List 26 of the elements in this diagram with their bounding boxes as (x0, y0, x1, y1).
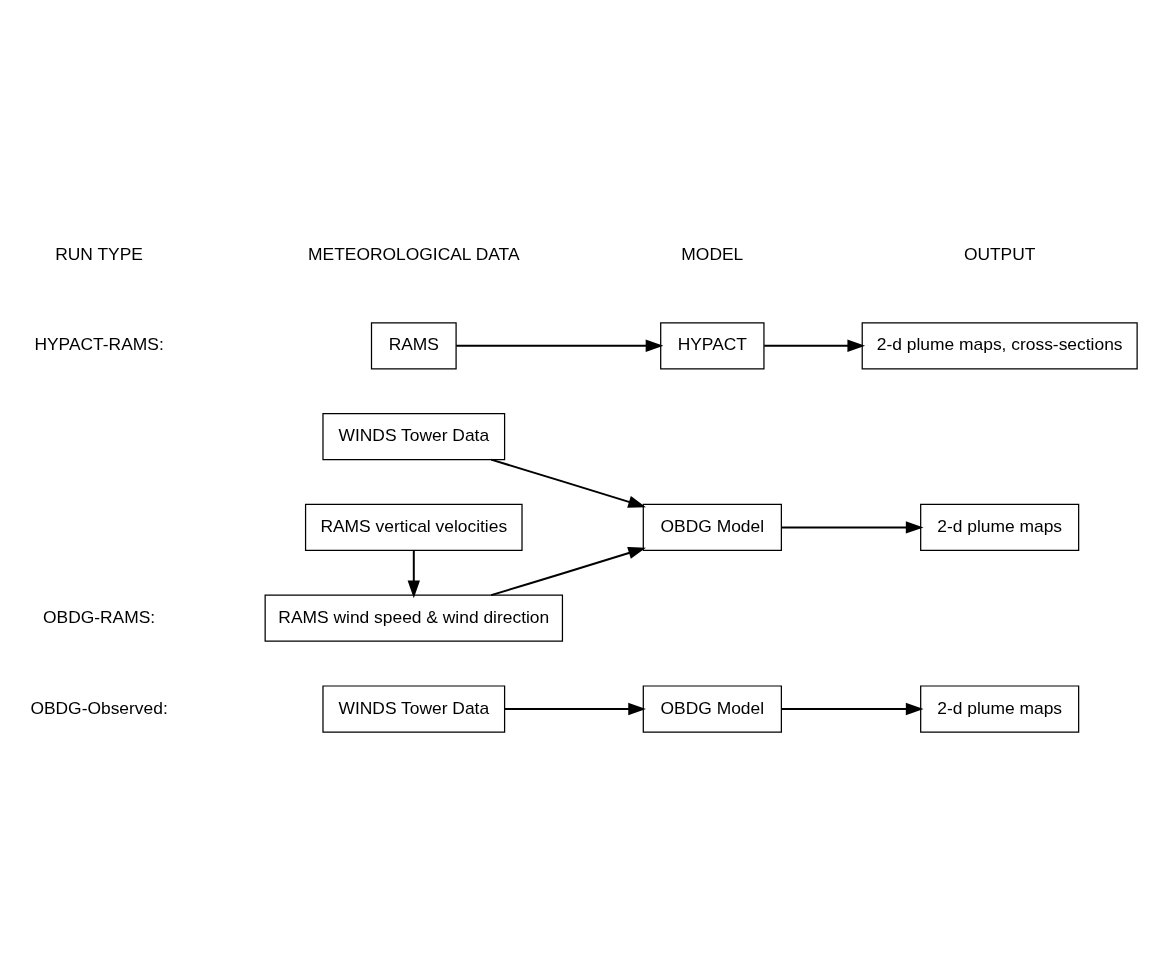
arrow (780, 702, 924, 716)
label: OBDG-RAMS: (42, 606, 156, 627)
label: MODEL (681, 243, 744, 264)
arrow (455, 339, 664, 352)
node-box: RAMS vertical velocities (304, 503, 523, 552)
node-box: 2-d plume maps (920, 685, 1080, 733)
arrow (490, 547, 646, 597)
label: METEOROLOGICAL DATA (308, 243, 520, 264)
node-box: 2-d plume maps, cross-sections (861, 322, 1138, 370)
node-box: WINDS Tower Data (322, 412, 506, 461)
node-box: RAMS (370, 322, 457, 370)
node-box: OBDG Model (642, 685, 782, 733)
arrow (503, 702, 646, 716)
node-box: WINDS Tower Data (322, 685, 506, 733)
arrow (490, 458, 646, 508)
label: OBDG-Observed: (30, 697, 168, 718)
arrow (780, 521, 924, 534)
label: OUTPUT (963, 243, 1036, 264)
node-box: OBDG Model (642, 503, 782, 552)
node-box: 2-d plume maps (920, 503, 1080, 552)
arrow (763, 339, 866, 352)
node-box: RAMS wind speed & wind direction (264, 594, 564, 642)
node-box: HYPACT (660, 322, 765, 370)
label: RUN TYPE (55, 243, 143, 264)
label: HYPACT-RAMS: (34, 334, 164, 355)
arrow (407, 549, 420, 599)
